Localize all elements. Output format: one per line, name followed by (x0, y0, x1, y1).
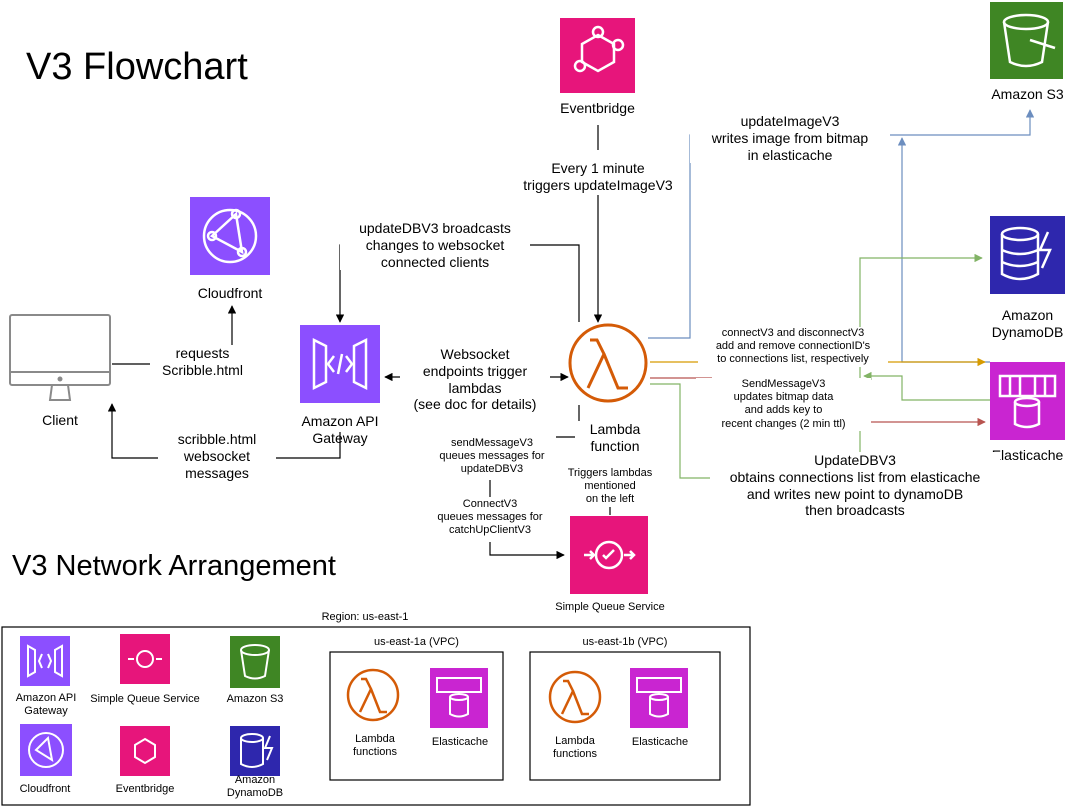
legend-cloudfront-label: Cloudfront (19, 783, 71, 795)
elasticache-icon (990, 362, 1065, 440)
edge-lambda-broadcast (522, 244, 580, 322)
legend-s3-icon (230, 636, 280, 688)
sqs-label: Simple Queue Service (555, 601, 665, 613)
lambda-icon (568, 323, 648, 403)
vpc-b-elasticache-label: Elasticache (631, 736, 689, 748)
eventbridge-icon (560, 18, 635, 93)
edge-elasticache-green (863, 371, 990, 401)
cloudfront-label: Cloudfront (197, 285, 263, 301)
region-label: Region: us-east-1 (321, 611, 409, 623)
dynamodb-label: Amazon DynamoDB (991, 307, 1064, 340)
label-connect-disconnect: connectV3 and disconnectV3 add and remov… (698, 327, 888, 367)
sqs-icon (570, 516, 648, 594)
label-send-queue: sendMessageV3 queues messages for update… (432, 437, 552, 477)
legend-api-gateway-label: Amazon API Gateway (15, 692, 77, 718)
label-update-dbv3: UpdateDBV3 obtains connections list from… (710, 452, 1000, 520)
label-connect-queue: ConnectV3 queues messages for catchUpCli… (425, 498, 555, 538)
eventbridge-label: Eventbridge (560, 100, 635, 116)
vpc-a-elasticache-label: Elasticache (431, 736, 489, 748)
legend-sqs-label: Simple Queue Service (90, 693, 200, 705)
legend-eventbridge-icon (120, 726, 170, 776)
vpc-b-lambda-label: Lambda functions (552, 735, 598, 761)
lambda-label: Lambda function (575, 421, 655, 455)
cloudfront-icon (190, 197, 270, 275)
label-update-db-broadcast: updateDBV3 broadcasts changes to websock… (340, 220, 530, 271)
legend-s3-label: Amazon S3 (226, 693, 284, 705)
page-title: V3 Flowchart (26, 46, 248, 88)
s3-bucket-icon (990, 2, 1063, 79)
label-update-image: updateImageV3 writes image from bitmap i… (690, 113, 890, 164)
vpc-b-box (529, 651, 721, 781)
client-label: Client (42, 412, 78, 428)
vpc-b-lambda-icon (548, 670, 602, 724)
vpc-a-box (329, 651, 504, 781)
vpc-a-lambda-icon (346, 668, 400, 722)
vpc-b-label: us-east-1b (VPC) (582, 636, 668, 648)
label-triggers-lambdas: Triggers lambdas mentioned on the left (555, 467, 665, 507)
edge-connect-sqs (489, 542, 565, 560)
legend-api-gateway-icon (20, 636, 70, 686)
label-every-minute: Every 1 minute triggers updateImageV3 (508, 160, 688, 194)
api-gateway-icon (300, 325, 380, 403)
network-title: V3 Network Arrangement (12, 550, 336, 582)
client-monitor-icon (9, 314, 111, 401)
dynamodb-icon (990, 216, 1065, 294)
vpc-a-elasticache-icon (430, 668, 488, 728)
label-send-message: SendMessageV3 updates bitmap data and ad… (696, 378, 871, 431)
legend-cloudfront-icon (20, 724, 72, 776)
edge-messages-client (107, 403, 172, 459)
legend-eventbridge-label: Eventbridge (115, 783, 175, 795)
api-gateway-label: Amazon API Gateway (301, 413, 379, 446)
vpc-a-label: us-east-1a (VPC) (374, 636, 459, 648)
vpc-b-elasticache-icon (630, 668, 688, 728)
label-websocket-endpoints: Websocket endpoints trigger lambdas (see… (400, 346, 550, 414)
edge-update-db (650, 383, 715, 479)
label-requests: requests Scribble.html (150, 345, 255, 379)
label-scribble-messages: scribble.html websocket messages (158, 431, 276, 482)
edge-api-client (262, 432, 341, 459)
legend-sqs-icon (120, 634, 170, 684)
legend-dynamodb-icon (230, 726, 280, 776)
s3-label: Amazon S3 (991, 86, 1064, 102)
elasticache-label: Elasticache (991, 447, 1064, 463)
region-box (1, 626, 751, 806)
vpc-a-lambda-label: Lambda functions (352, 733, 398, 759)
legend-dynamodb-label: Amazon DynamoDB (226, 774, 284, 800)
